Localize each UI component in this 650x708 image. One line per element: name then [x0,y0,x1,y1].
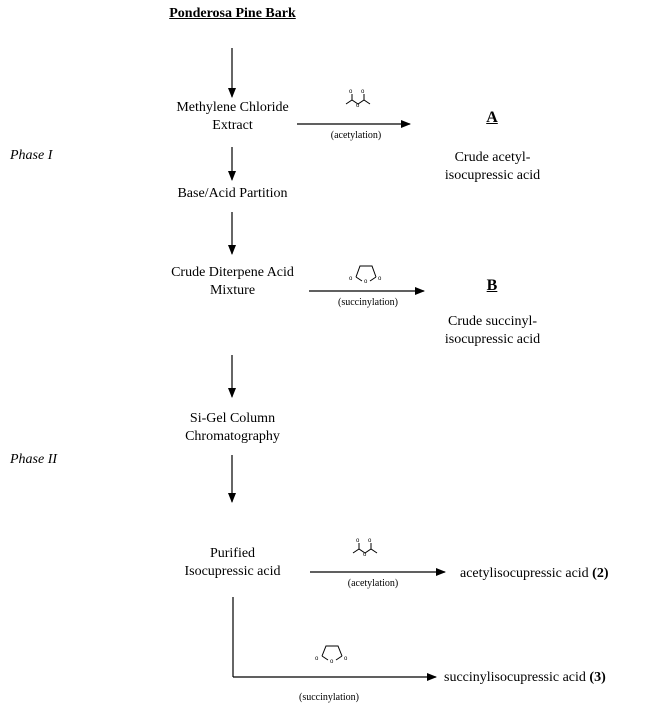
svg-text:o: o [356,538,360,544]
step-mixture-line2: Mixture [209,283,256,298]
product-A-label: A [486,109,498,126]
product-3-number: (3) [589,670,606,685]
svg-text:o: o [361,89,365,95]
svg-text:o: o [368,538,372,544]
product-A-line1: Crude acetyl- [454,150,531,165]
step-column-line1: Si-Gel Column [189,411,276,426]
step-purified-line1: Purified [209,546,256,561]
step-purified-line2: Isocupressic acid [184,564,281,579]
step-extract-line2: Extract [212,118,253,133]
svg-text:o: o [356,103,360,109]
product-3-name: succinylisocupressic acid [444,670,586,685]
succinic-anhydride-icon-2 [321,645,343,661]
svg-text:o: o [378,276,382,282]
product-B-line1: Crude succinyl- [447,314,538,329]
phase-label-1: Phase I [10,148,53,163]
product-2-number: (2) [592,566,609,581]
svg-text:o: o [315,656,319,662]
acetic-anhydride-icon-2 [352,543,378,554]
svg-text:o: o [363,552,367,558]
reaction-label-acetylation-1: (acetylation) [330,130,382,141]
succinic-anhydride-icon [355,265,377,282]
acetic-anhydride-icon [345,94,371,105]
product-B-label: B [486,277,498,294]
reaction-label-succinylation-2: (succinylation) [299,692,359,703]
svg-text:o: o [349,89,353,95]
svg-text:o: o [349,276,353,282]
step-mixture-line1: Crude Diterpene Acid [171,265,294,280]
step-partition: Base/Acid Partition [177,186,288,201]
svg-text:o: o [344,656,348,662]
diagram-title: Ponderosa Pine Bark [169,6,296,21]
svg-text:o: o [330,659,334,665]
reaction-label-acetylation-2: (acetylation) [347,578,399,589]
phase-label-2: Phase II [10,452,58,467]
step-column-line2: Chromatography [185,429,280,444]
product-B-line2: isocupressic acid [444,332,541,347]
product-A-line2: isocupressic acid [444,168,541,183]
step-extract-line1: Methylene Chloride [176,100,289,115]
svg-text:o: o [364,279,368,285]
reaction-label-succinylation-1: (succinylation) [338,297,398,308]
product-2: acetylisocupressic acid (2) [460,566,609,582]
product-3: succinylisocupressic acid (3) [444,670,606,686]
product-2-name: acetylisocupressic acid [460,566,589,581]
